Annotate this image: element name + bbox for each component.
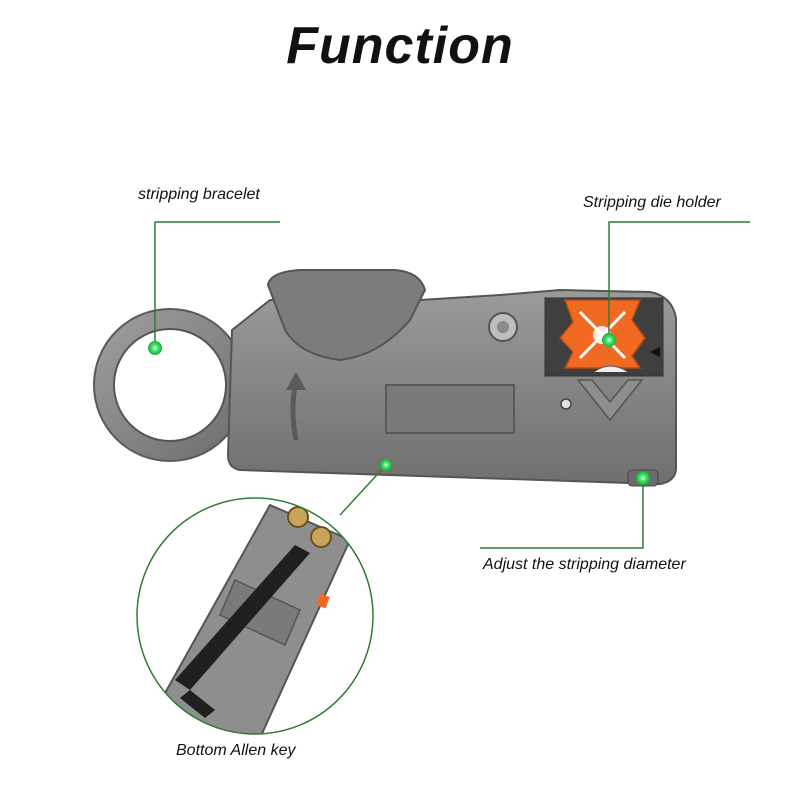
dot-adjust [636, 471, 650, 485]
allen-key-inset [136, 497, 374, 735]
callout-line-die-holder [608, 221, 750, 345]
label-adjust-diameter: Adjust the stripping diameter [483, 556, 686, 573]
dot-allen-key [380, 459, 392, 471]
label-allen-key: Bottom Allen key [176, 742, 296, 759]
label-stripping-bracelet: stripping bracelet [138, 186, 260, 203]
dot-die-holder [602, 333, 616, 347]
stripping-die [559, 299, 660, 373]
callout-lines [154, 221, 750, 549]
callout-dots [148, 333, 650, 485]
label-die-holder: Stripping die holder [583, 194, 721, 211]
callout-line-adjust [480, 478, 644, 549]
stripping-bracelet [93, 308, 247, 462]
callout-line-bracelet [154, 221, 280, 348]
dot-bracelet [148, 341, 162, 355]
page-title: Function [286, 17, 514, 75]
callout-line-allen-key [339, 464, 387, 516]
